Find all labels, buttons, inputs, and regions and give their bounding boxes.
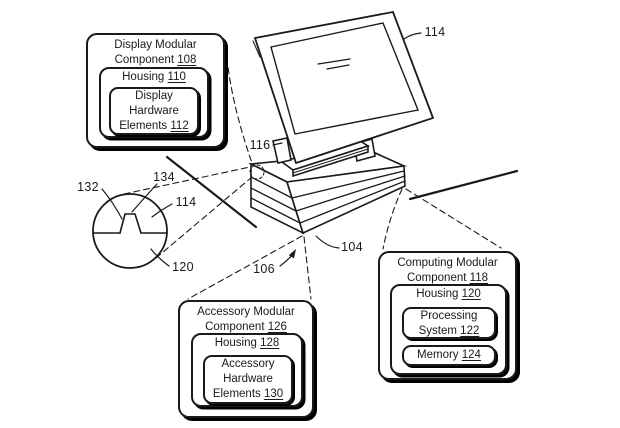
computing-housing-label: Housing 120 — [416, 288, 481, 300]
connector-base-to-accessory-right — [303, 236, 312, 300]
ref-label-system: 106 — [253, 262, 275, 276]
connector-base-to-computing-right — [405, 188, 502, 249]
monitor-screen — [270, 22, 419, 135]
accessory-box-title: Accessory Modular Component 126 — [197, 306, 295, 333]
detail-circle — [92, 193, 168, 269]
table-edges — [165, 155, 519, 229]
table-edge-right — [408, 169, 519, 201]
stand-plate-seam — [292, 148, 369, 174]
connector-base-to-accessory-left — [187, 235, 303, 300]
memory-label: Memory 124 — [417, 349, 481, 361]
ref-label-detail-114: 114 — [175, 195, 197, 209]
monitor-bezel-edge — [252, 40, 261, 58]
ref-label-base: 104 — [341, 240, 363, 254]
display-box-title: Display Modular Component 108 — [114, 39, 197, 66]
leader-114-monitor — [403, 32, 422, 40]
leader-116 — [272, 142, 283, 146]
processing-system-box: Processing System 122 — [402, 307, 496, 339]
accessory-housing-label: Housing 128 — [214, 337, 280, 349]
stand-neck — [272, 137, 292, 164]
detail-connector-tab — [119, 213, 142, 234]
ref-label-monitor: 114 — [424, 25, 446, 39]
leader-134 — [131, 183, 158, 213]
processing-system-label: Processing System 122 — [418, 310, 480, 337]
display-hardware-label: Display Hardware Elements 112 — [119, 90, 189, 132]
screen-reflection-lines — [317, 58, 351, 70]
display-housing-label: Housing 110 — [122, 71, 186, 83]
display-component-box: Display Modular Component 108 Housing 11… — [86, 33, 225, 148]
leader-132 — [101, 188, 123, 220]
memory-box: Memory 124 — [402, 345, 496, 366]
display-housing-box: Housing 110 Display Hardware Elements 11… — [99, 67, 209, 138]
leader-104 — [315, 235, 340, 249]
ref-label-detail-132: 132 — [77, 180, 99, 194]
detail-tangent-upper — [123, 166, 251, 195]
leader-114-detail — [151, 203, 173, 218]
device-stand-and-monitor — [252, 10, 435, 178]
accessory-hardware-label: Accessory Hardware Elements 130 — [212, 358, 284, 400]
accessory-component-box: Accessory Modular Component 126 Housing … — [178, 300, 314, 418]
device-base — [248, 151, 407, 235]
detail-view — [92, 193, 168, 269]
computing-housing-box: Housing 120 Processing System 122 Memory… — [390, 284, 507, 375]
detail-tangent-lower — [155, 176, 253, 259]
leader-lines — [101, 32, 422, 267]
base-layer-lines — [250, 170, 406, 224]
accessory-hardware-box: Accessory Hardware Elements 130 — [203, 355, 293, 404]
accessory-housing-box: Housing 128 Accessory Hardware Elements … — [191, 333, 303, 407]
connector-base-to-computing-left — [382, 188, 403, 250]
magnified-region-circle — [249, 164, 265, 180]
display-hardware-box: Display Hardware Elements 112 — [109, 87, 199, 135]
ref-label-hinge: 116 — [249, 138, 271, 152]
table-edge-left — [165, 155, 258, 229]
ref-label-detail-134: 134 — [153, 170, 175, 184]
connector-display-to-hinge — [225, 47, 253, 164]
ref-label-detail-120: 120 — [172, 260, 194, 274]
dashed-connectors — [123, 47, 502, 300]
arrowhead-106 — [288, 249, 296, 259]
leader-120-detail — [150, 248, 170, 267]
computing-box-title: Computing Modular Component 118 — [397, 257, 498, 284]
computing-component-box: Computing Modular Component 118 Housing … — [378, 251, 517, 380]
